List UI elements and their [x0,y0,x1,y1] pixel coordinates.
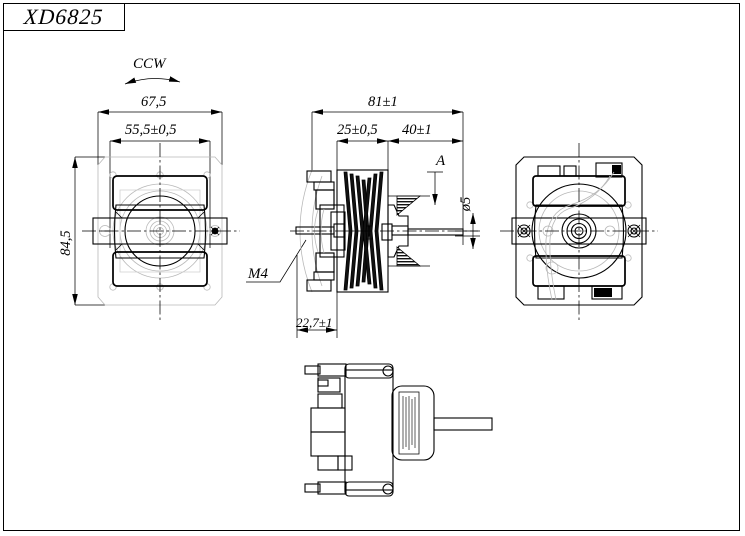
m4-callout: M4 [246,239,307,283]
rear-view [500,143,658,320]
detail-a-view [304,363,493,497]
ccw-arc-arrow [124,76,181,85]
dim-81-text: 81±1 [368,94,398,110]
ccw-label: CCW [133,56,167,72]
front-view: 67,5 55,5±0,5 84,5 [58,94,240,320]
dim-555-text: 55,5±0,5 [125,122,176,138]
sheet-border [3,3,740,531]
dim-227-text: 22,7±1 [296,315,332,330]
rotation-note: CCW [124,56,181,85]
view-a-label: A [435,153,446,169]
dim-mounting-width: 55,5±0,5 [109,122,211,248]
dim-845-text: 84,5 [58,230,74,255]
dim-body-length: 25±0,5 [336,122,389,170]
detail-body [344,363,394,497]
dim-675-text: 67,5 [141,94,166,110]
m4-label: M4 [247,266,268,282]
dim-shaft-length: 40±1 [388,122,463,144]
side-terminal-blocks [306,170,335,292]
dim-o5-text: ø5 [458,197,474,213]
side-section-view: 81±1 25±0,5 40±1 22,7±1 [246,94,480,338]
dim-overall-width: 67,5 [97,94,223,165]
dim-overall-height: 84,5 [58,156,105,306]
dim-overall-length: 81±1 [311,94,464,245]
view-arrow-a: A [427,153,446,205]
detail-shaft [433,417,493,431]
side-section-hatch [388,195,430,267]
detail-label-plate [391,385,435,461]
dim-shaft-diameter: ø5 [455,197,480,249]
detail-terminal-stack [304,363,353,495]
rear-wire-leads [545,171,615,301]
dim-40-text: 40±1 [402,122,432,138]
dim-25-text: 25±0,5 [337,122,378,138]
title-block: XD6825 [3,3,125,31]
